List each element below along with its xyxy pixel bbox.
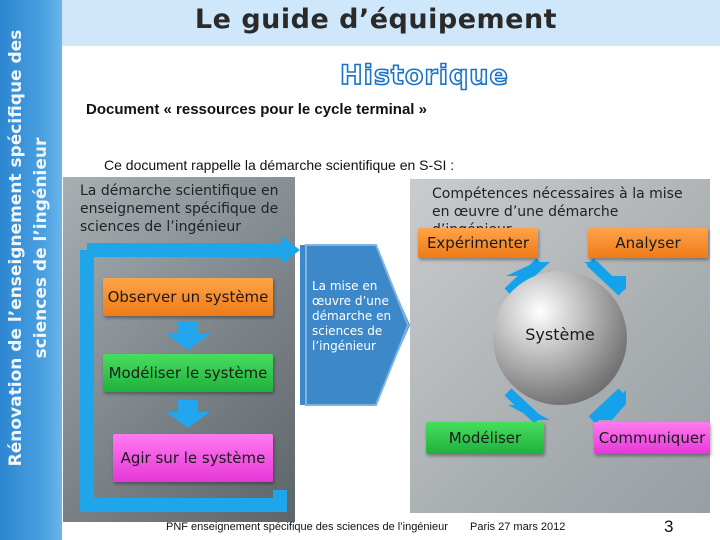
page-number: 3 xyxy=(664,517,674,536)
down-arrow-icon xyxy=(166,322,210,350)
step-observe: Observer un système xyxy=(103,278,273,316)
left-caption: La démarche scientifique en enseignement… xyxy=(80,183,279,235)
document-line: Document « ressources pour le cycle term… xyxy=(86,101,427,118)
slide-title: Le guide d’équipement xyxy=(194,4,558,35)
header-bar xyxy=(32,0,720,46)
step-act: Agir sur le système xyxy=(113,434,273,482)
section-title: Historique xyxy=(339,59,509,92)
box-experiment: Expérimenter xyxy=(418,228,538,258)
down-arrow-icon xyxy=(166,400,210,428)
system-sphere xyxy=(493,271,627,405)
side-band xyxy=(0,0,62,540)
footer-left: PNF enseignement spécifique des sciences… xyxy=(166,521,448,533)
loop-arrow-head xyxy=(282,236,300,264)
box-communicate: Communiquer xyxy=(594,422,710,454)
big-chevron-arrow xyxy=(300,245,410,405)
loop-frame xyxy=(80,243,287,512)
box-model: Modéliser xyxy=(426,422,544,454)
intro-line: Ce document rappelle la démarche scienti… xyxy=(104,157,455,173)
footer-middle: Paris 27 mars 2012 xyxy=(470,521,566,533)
box-analyze: Analyser xyxy=(588,228,708,258)
step-model: Modéliser le système xyxy=(103,354,273,392)
chevron-text: La mise en œuvre d’une démarche en scien… xyxy=(312,279,392,353)
sphere-label: Système xyxy=(525,325,595,344)
